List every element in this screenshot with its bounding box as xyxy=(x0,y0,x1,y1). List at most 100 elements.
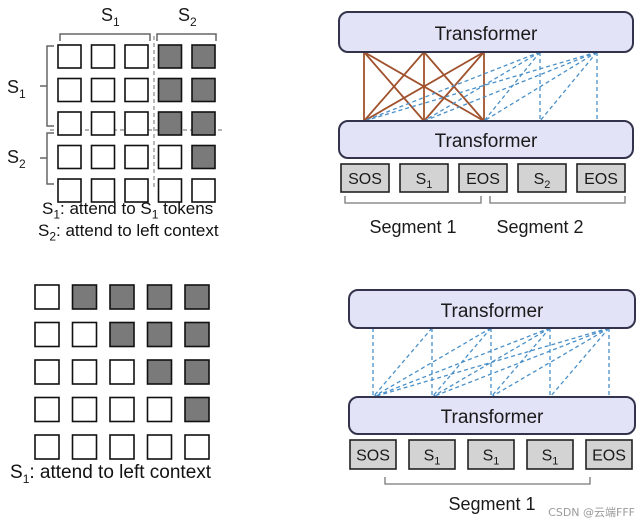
top-token-label-2: EOS xyxy=(466,171,500,188)
bottom-mask-caption: S1: attend to left context xyxy=(10,462,212,486)
bottom-mask-cell-3-1 xyxy=(71,396,98,423)
bottom-token-label-3: S1 xyxy=(542,448,559,468)
top-mask-cell-4-4 xyxy=(191,178,216,203)
top-transformer-panel: Transformer Transformer SOS S1 EOS S2 EOS Se… xyxy=(338,11,634,237)
top-upper-transformer-label: Transformer xyxy=(435,24,538,45)
bottom-dashed-link-4-0 xyxy=(372,327,610,398)
top-token-label-0: SOS xyxy=(348,171,382,188)
top-dashed-link-1-0 xyxy=(363,51,598,122)
top-token-label-3: S2 xyxy=(534,171,551,191)
top-mask-row-label-s2: S2 xyxy=(7,147,26,171)
bottom-upper-transformer-label: Transformer xyxy=(441,301,544,322)
top-mask-cell-0-3 xyxy=(157,44,183,69)
bottom-mask-cell-2-3 xyxy=(146,359,173,385)
top-dashed-link-0-1 xyxy=(423,51,541,122)
top-dashed-link-1-2 xyxy=(483,51,598,122)
bottom-mask-cell-0-4 xyxy=(184,284,210,310)
top-mask-col-bracket-s1 xyxy=(59,33,151,41)
top-mask-col-bracket-s2 xyxy=(156,33,217,41)
top-solid-link-2-0 xyxy=(363,51,485,122)
bottom-token-label-2: S1 xyxy=(483,448,500,468)
top-mask-panel: S1 S2 S1 S2 xyxy=(7,5,222,203)
top-mask-cell-3-0 xyxy=(57,144,82,170)
bottom-lower-transformer-label: Transformer xyxy=(441,407,544,428)
bottom-dashed-link-3-1 xyxy=(431,327,551,398)
top-mask-caption-line2: S2: attend to left context xyxy=(38,221,219,244)
bottom-mask-cell-3-4 xyxy=(184,396,210,423)
bottom-mask-cell-3-0 xyxy=(34,396,60,423)
top-solid-link-1-0 xyxy=(363,51,425,122)
bottom-mask-cell-1-3 xyxy=(146,321,173,348)
bottom-segment-label-1: Segment 1 xyxy=(448,494,535,514)
top-mask-cell-2-2 xyxy=(124,111,149,136)
bottom-mask-grid xyxy=(34,284,210,460)
bottom-mask-cell-0-1 xyxy=(71,284,98,310)
bottom-mask-cell-3-3 xyxy=(146,396,173,423)
top-token-label-4: EOS xyxy=(584,171,618,188)
top-token-label-1: S1 xyxy=(416,171,433,191)
top-mask-cell-2-0 xyxy=(57,111,82,136)
bottom-token-box-3 xyxy=(526,439,574,470)
top-token-box-3 xyxy=(517,163,567,193)
bottom-dashed-link-2-0 xyxy=(372,327,492,398)
bottom-mask-cell-4-1 xyxy=(71,434,98,460)
bottom-mask-cell-4-0 xyxy=(34,434,60,460)
bottom-mask-cell-3-2 xyxy=(109,396,135,423)
top-upper-transformer-box xyxy=(338,11,634,53)
top-segment-label-1: Segment 1 xyxy=(369,217,456,237)
top-mask-cell-1-4 xyxy=(191,77,216,103)
bottom-mask-cell-1-2 xyxy=(109,321,135,348)
top-mask-cell-1-0 xyxy=(57,77,82,103)
top-mask-grid xyxy=(57,44,216,203)
top-segment-bracket-2 xyxy=(489,196,626,204)
top-mask-col-label-s1: S1 xyxy=(101,5,120,29)
bottom-mask-cell-4-3 xyxy=(146,434,173,460)
bottom-lower-transformer-box xyxy=(348,396,636,435)
top-token-row: SOS S1 EOS S2 EOS xyxy=(340,163,626,193)
top-mask-row-bracket-s2 xyxy=(40,132,54,185)
top-mask-cell-4-1 xyxy=(90,178,116,203)
watermark: CSDN @云端FFF xyxy=(548,506,635,519)
top-token-box-4 xyxy=(576,163,626,193)
top-mask-cell-3-1 xyxy=(90,144,116,170)
top-mask-cell-4-2 xyxy=(124,178,149,203)
bottom-mask-cell-2-4 xyxy=(184,359,210,385)
bottom-token-label-1: S1 xyxy=(424,448,441,468)
top-mask-cell-2-4 xyxy=(191,111,216,136)
bottom-attention-links xyxy=(372,327,610,398)
bottom-mask-cell-2-2 xyxy=(109,359,135,385)
top-mask-cell-3-2 xyxy=(124,144,149,170)
top-mask-cell-0-0 xyxy=(57,44,82,69)
bottom-mask-cell-0-0 xyxy=(34,284,60,310)
top-token-box-2 xyxy=(458,163,508,193)
bottom-token-box-1 xyxy=(408,439,456,470)
top-token-box-1 xyxy=(399,163,449,193)
top-mask-cell-0-4 xyxy=(191,44,216,69)
top-mask-cell-4-3 xyxy=(157,178,183,203)
bottom-token-box-2 xyxy=(467,439,515,470)
top-mask-cell-0-1 xyxy=(90,44,116,69)
top-solid-link-2-1 xyxy=(423,51,485,122)
top-mask-cell-1-3 xyxy=(157,77,183,103)
top-mask-col-label-s2: S2 xyxy=(178,5,197,29)
bottom-mask-cell-0-2 xyxy=(109,284,135,310)
top-segment-label-2: Segment 2 xyxy=(496,217,583,237)
top-mask-cell-0-2 xyxy=(124,44,149,69)
bottom-dashed-link-3-0 xyxy=(372,327,551,398)
bottom-segment-bracket-1 xyxy=(384,477,591,485)
top-mask-cell-2-3 xyxy=(157,111,183,136)
bottom-mask-cell-1-4 xyxy=(184,321,210,348)
bottom-mask-cell-1-1 xyxy=(71,321,98,348)
bottom-dashed-link-1-0 xyxy=(372,327,433,398)
top-lower-transformer-label: Transformer xyxy=(435,131,538,152)
bottom-dashed-link-4-1 xyxy=(431,327,610,398)
top-mask-caption-line1: S1: attend to S1 tokens xyxy=(42,199,214,222)
top-mask-row-label-s1: S1 xyxy=(7,77,26,101)
top-mask-row-bracket-s1 xyxy=(40,45,54,127)
top-token-box-0 xyxy=(340,163,390,193)
bottom-token-box-4 xyxy=(585,439,633,470)
bottom-token-box-0 xyxy=(349,439,397,470)
